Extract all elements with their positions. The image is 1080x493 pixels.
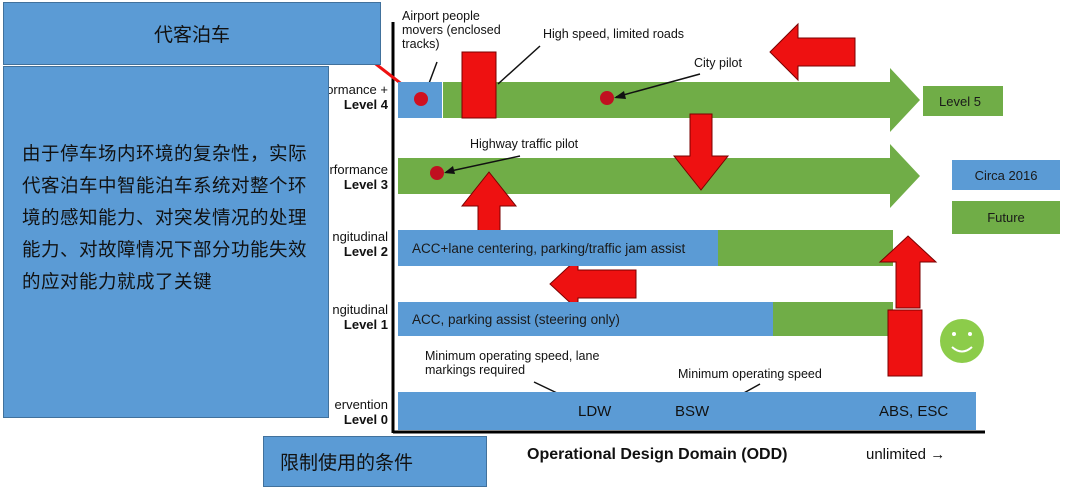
limit-title-box: 限制使用的条件 [263, 436, 487, 487]
city-pilot-pointer [615, 73, 701, 98]
limit-title: 限制使用的条件 [280, 452, 414, 474]
ldw-label: LDW [578, 403, 612, 420]
valet-title-box: 代客泊车 [3, 2, 381, 65]
level3-label: rformance Level 3 [318, 162, 388, 192]
abs-esc-label: ABS, ESC [879, 403, 949, 420]
main-callout-text: 由于停车场内环境的复杂性，实际代客泊车中智能泊车系统对整个环境的感知能力、对突发… [22, 144, 308, 293]
level2-label: ngitudinal Level 2 [318, 229, 388, 259]
city-pilot-note-text: City pilot [694, 56, 742, 70]
level0-desc: ervention [334, 397, 388, 412]
level0-name: Level 0 [343, 412, 388, 427]
level1-name: Level 1 [343, 317, 388, 332]
min-speed-lane-note-text: Minimum operating speed, lane markings r… [425, 349, 600, 377]
level1-future-segment [773, 302, 893, 336]
legend-future-box: Future [952, 201, 1060, 234]
red-block-right [887, 309, 923, 377]
highway-pilot-pointer [445, 155, 521, 173]
highway-pilot-note-text: Highway traffic pilot [470, 137, 579, 151]
level1-bar: ACC, parking assist (steering only) [398, 302, 773, 336]
unlimited-label: unlimited → [866, 446, 946, 463]
level2-bar: ACC+lane centering, parking/traffic jam … [398, 230, 718, 266]
high-speed-pointer [497, 45, 541, 85]
airport-note: Airport people movers (enclosed tracks) [402, 9, 522, 51]
level4-label: rformance + Level 4 [318, 82, 388, 112]
red-arrow-left-top [769, 22, 856, 82]
level2-name: Level 2 [343, 244, 388, 259]
legend-future-label: Future [987, 210, 1025, 225]
level0-bar: LDW BSW ABS, ESC [398, 392, 976, 430]
highway-pilot-note: Highway traffic pilot [470, 137, 630, 151]
high-speed-note: High speed, limited roads [543, 27, 743, 41]
min-speed-lane-note: Minimum operating speed, lane markings r… [425, 349, 645, 377]
main-callout-box: 由于停车场内环境的复杂性，实际代客泊车中智能泊车系统对整个环境的感知能力、对突发… [3, 66, 329, 418]
level5-label: Level 5 [939, 93, 981, 109]
level3-future-arrow [398, 144, 920, 208]
red-arrow-down [672, 113, 730, 191]
smiley-icon [940, 319, 984, 363]
level0-label: ervention Level 0 [318, 397, 388, 427]
level1-bar-text: ACC, parking assist (steering only) [412, 311, 620, 327]
level2-desc: ngitudinal [332, 229, 388, 244]
level3-name: Level 3 [343, 177, 388, 192]
min-speed-note-text: Minimum operating speed [678, 367, 822, 381]
airport-dot [414, 92, 428, 106]
x-axis-title: Operational Design Domain (ODD) [527, 446, 788, 463]
highway-pilot-dot [430, 166, 444, 180]
city-pilot-pointer-head [614, 91, 626, 99]
level1-label: ngitudinal Level 1 [318, 302, 388, 332]
city-pilot-note: City pilot [694, 56, 794, 70]
level4-name: Level 4 [343, 97, 388, 112]
level2-future-segment [718, 230, 893, 266]
legend-circa-label: Circa 2016 [974, 167, 1038, 183]
highway-pilot-pointer-head [444, 166, 455, 174]
level1-desc: ngitudinal [332, 302, 388, 317]
city-pilot-dot [600, 91, 614, 105]
valet-title: 代客泊车 [153, 24, 230, 46]
high-speed-note-text: High speed, limited roads [543, 27, 685, 41]
level3-desc: rformance [329, 162, 388, 177]
airport-note-text: Airport people movers (enclosed tracks) [402, 9, 501, 51]
legend-circa-box: Circa 2016 [952, 160, 1060, 190]
level2-bar-text: ACC+lane centering, parking/traffic jam … [412, 240, 686, 256]
level5-box: Level 5 [923, 86, 1003, 116]
min-speed-note: Minimum operating speed [678, 367, 868, 381]
bsw-label: BSW [675, 403, 710, 420]
red-arrow-up-right [878, 235, 938, 309]
level4-desc: rformance + [318, 82, 388, 97]
red-block-left [461, 51, 497, 119]
level4-future-arrow [443, 68, 920, 132]
